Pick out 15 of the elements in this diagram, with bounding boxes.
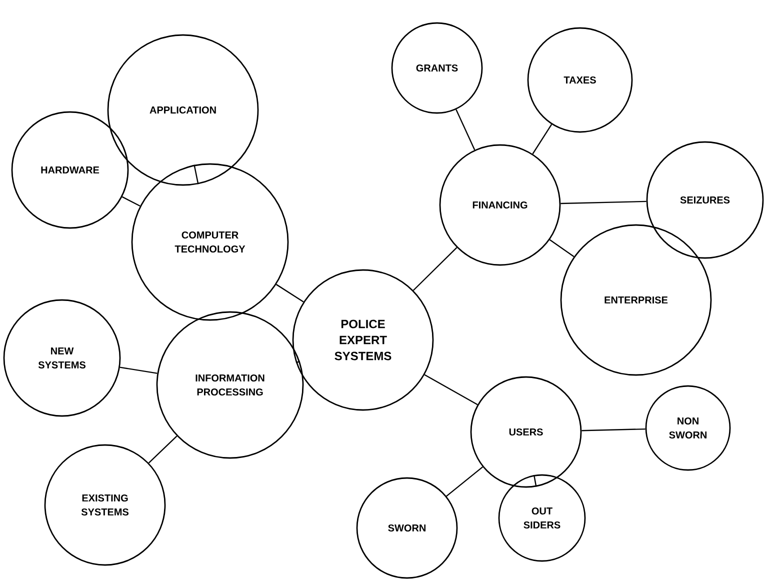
connector-line [424, 374, 478, 406]
connector-line [533, 474, 537, 487]
connector-line [412, 247, 458, 291]
connector-line [148, 436, 178, 464]
connector-line [560, 200, 646, 204]
connector-line [194, 164, 199, 184]
connector-line [549, 239, 574, 258]
connector-line [122, 196, 140, 207]
connector-line [276, 284, 304, 302]
connector-line [446, 466, 484, 497]
connector-line [120, 366, 158, 374]
connector-line [532, 124, 552, 154]
connector-line [582, 428, 646, 432]
connector-line [456, 109, 476, 150]
connector-line [296, 360, 300, 364]
